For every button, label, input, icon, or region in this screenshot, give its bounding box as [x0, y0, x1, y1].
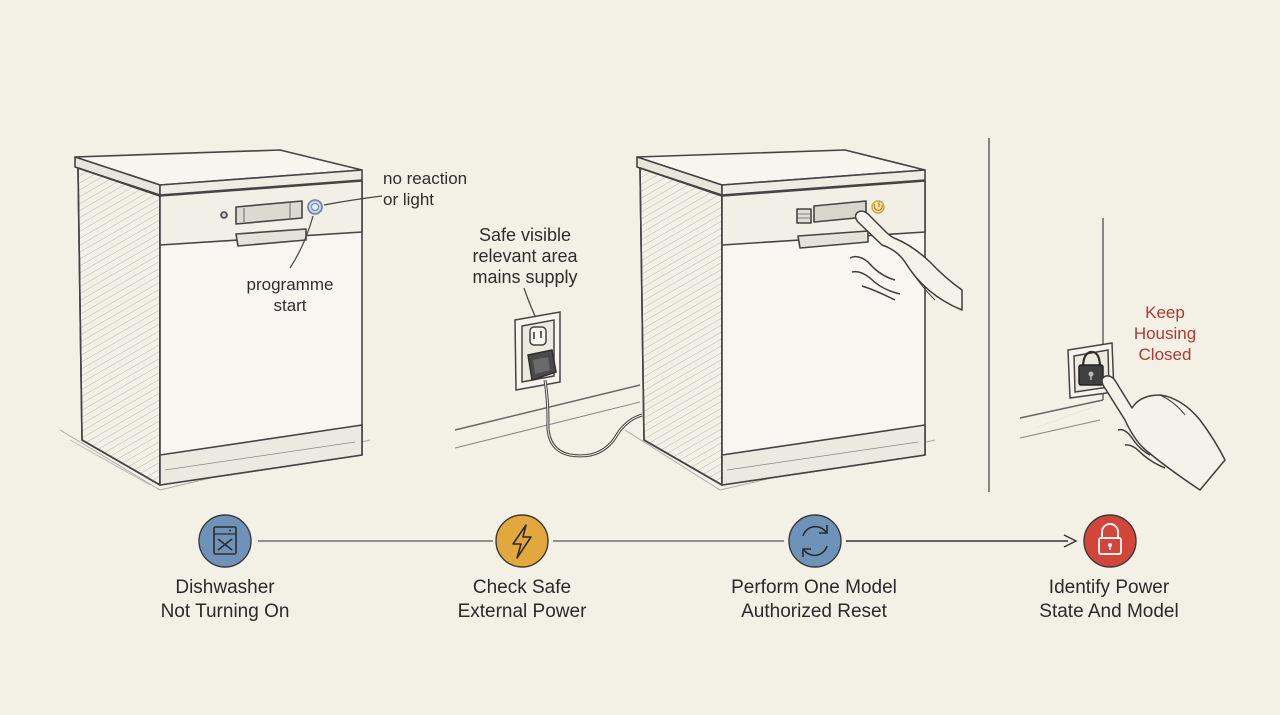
hand-pressing-button	[849, 210, 963, 311]
lightning-bolt-icon	[495, 514, 549, 568]
process-timeline	[198, 514, 1137, 568]
callout-line-no-reaction	[323, 195, 383, 206]
wall-outlet	[454, 311, 643, 458]
dishwasher-unit-2	[624, 149, 936, 491]
callout-line-safe-visible	[523, 287, 536, 317]
callout-no-reaction: no reaction or light	[383, 169, 468, 209]
step-3-label: Perform One Model Authorized Reset	[731, 577, 897, 622]
callout-keep-housing-closed: Keep Housing Closed	[1133, 303, 1197, 364]
callout-programme-start: programme start	[246, 275, 334, 315]
step-2-label: Check Safe External Power	[457, 577, 587, 622]
hand-touching-lock	[1101, 375, 1226, 491]
padlock-icon	[1083, 514, 1137, 568]
callout-line-programme-start	[289, 215, 314, 269]
step-1-label: Dishwasher Not Turning On	[160, 577, 290, 622]
housing-lock-scene	[1019, 218, 1115, 439]
refresh-cycle-icon	[788, 514, 842, 568]
timeline-arrowhead	[1063, 534, 1078, 548]
step-4-label: Identify Power State And Model	[1039, 577, 1179, 622]
callout-safe-visible: Safe visible relevant area mains supply	[472, 225, 578, 287]
dishwasher-unit-1	[59, 149, 371, 491]
dishwasher-x-icon	[198, 514, 252, 568]
